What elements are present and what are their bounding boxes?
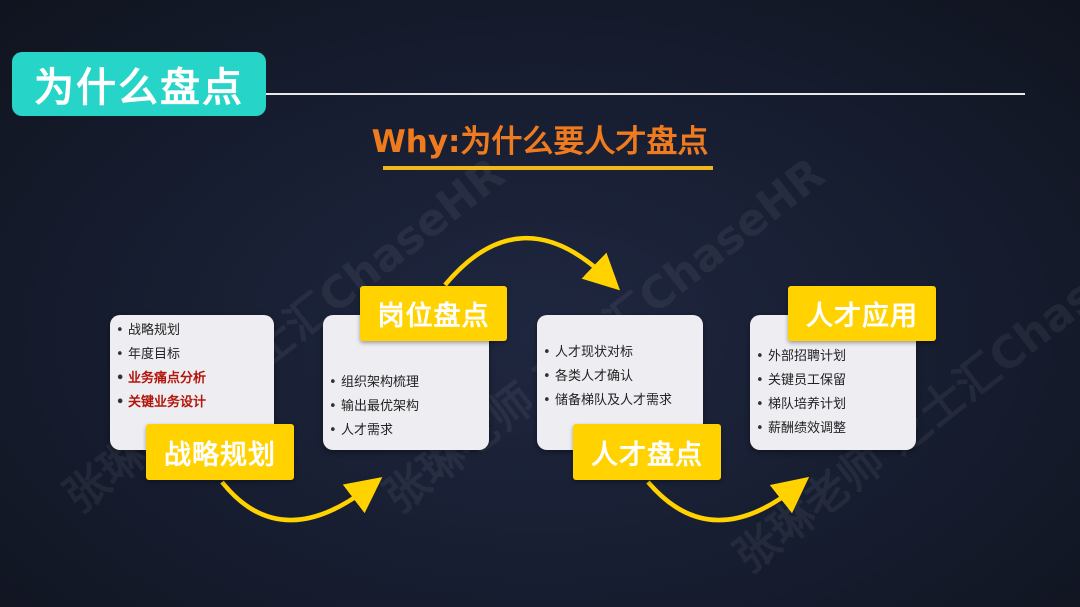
- page-title: 为什么盘点: [12, 52, 266, 116]
- list-item: 战略规划: [114, 319, 270, 343]
- list-item: 梯队培养计划: [754, 393, 912, 417]
- list-item: 组织架构梳理: [327, 371, 485, 395]
- list-item: 储备梯队及人才需求: [541, 389, 699, 413]
- list-item: 人才现状对标: [541, 341, 699, 365]
- list-item: 年度目标: [114, 343, 270, 367]
- list-item-highlight: 业务痛点分析: [114, 367, 270, 391]
- list-item: 人才需求: [327, 419, 485, 443]
- list-item: 关键员工保留: [754, 369, 912, 393]
- step-label-strategy: 战略规划: [146, 424, 294, 480]
- list-item-highlight: 关键业务设计: [114, 391, 270, 415]
- step-label-talent-application: 人才应用: [788, 286, 936, 341]
- subtitle: Why:为什么要人才盘点: [371, 124, 709, 160]
- list-item: 薪酬绩效调整: [754, 417, 912, 441]
- step-label-talent-review: 人才盘点: [573, 424, 721, 480]
- subtitle-underline: [383, 166, 713, 170]
- step-label-position: 岗位盘点: [360, 286, 507, 341]
- arrow-3: [646, 476, 810, 523]
- list-item: 各类人才确认: [541, 365, 699, 389]
- list-item: 外部招聘计划: [754, 345, 912, 369]
- header-divider: [266, 93, 1025, 95]
- arrow-2: [443, 235, 621, 291]
- list-item: 输出最优架构: [327, 395, 485, 419]
- arrow-1: [220, 477, 383, 523]
